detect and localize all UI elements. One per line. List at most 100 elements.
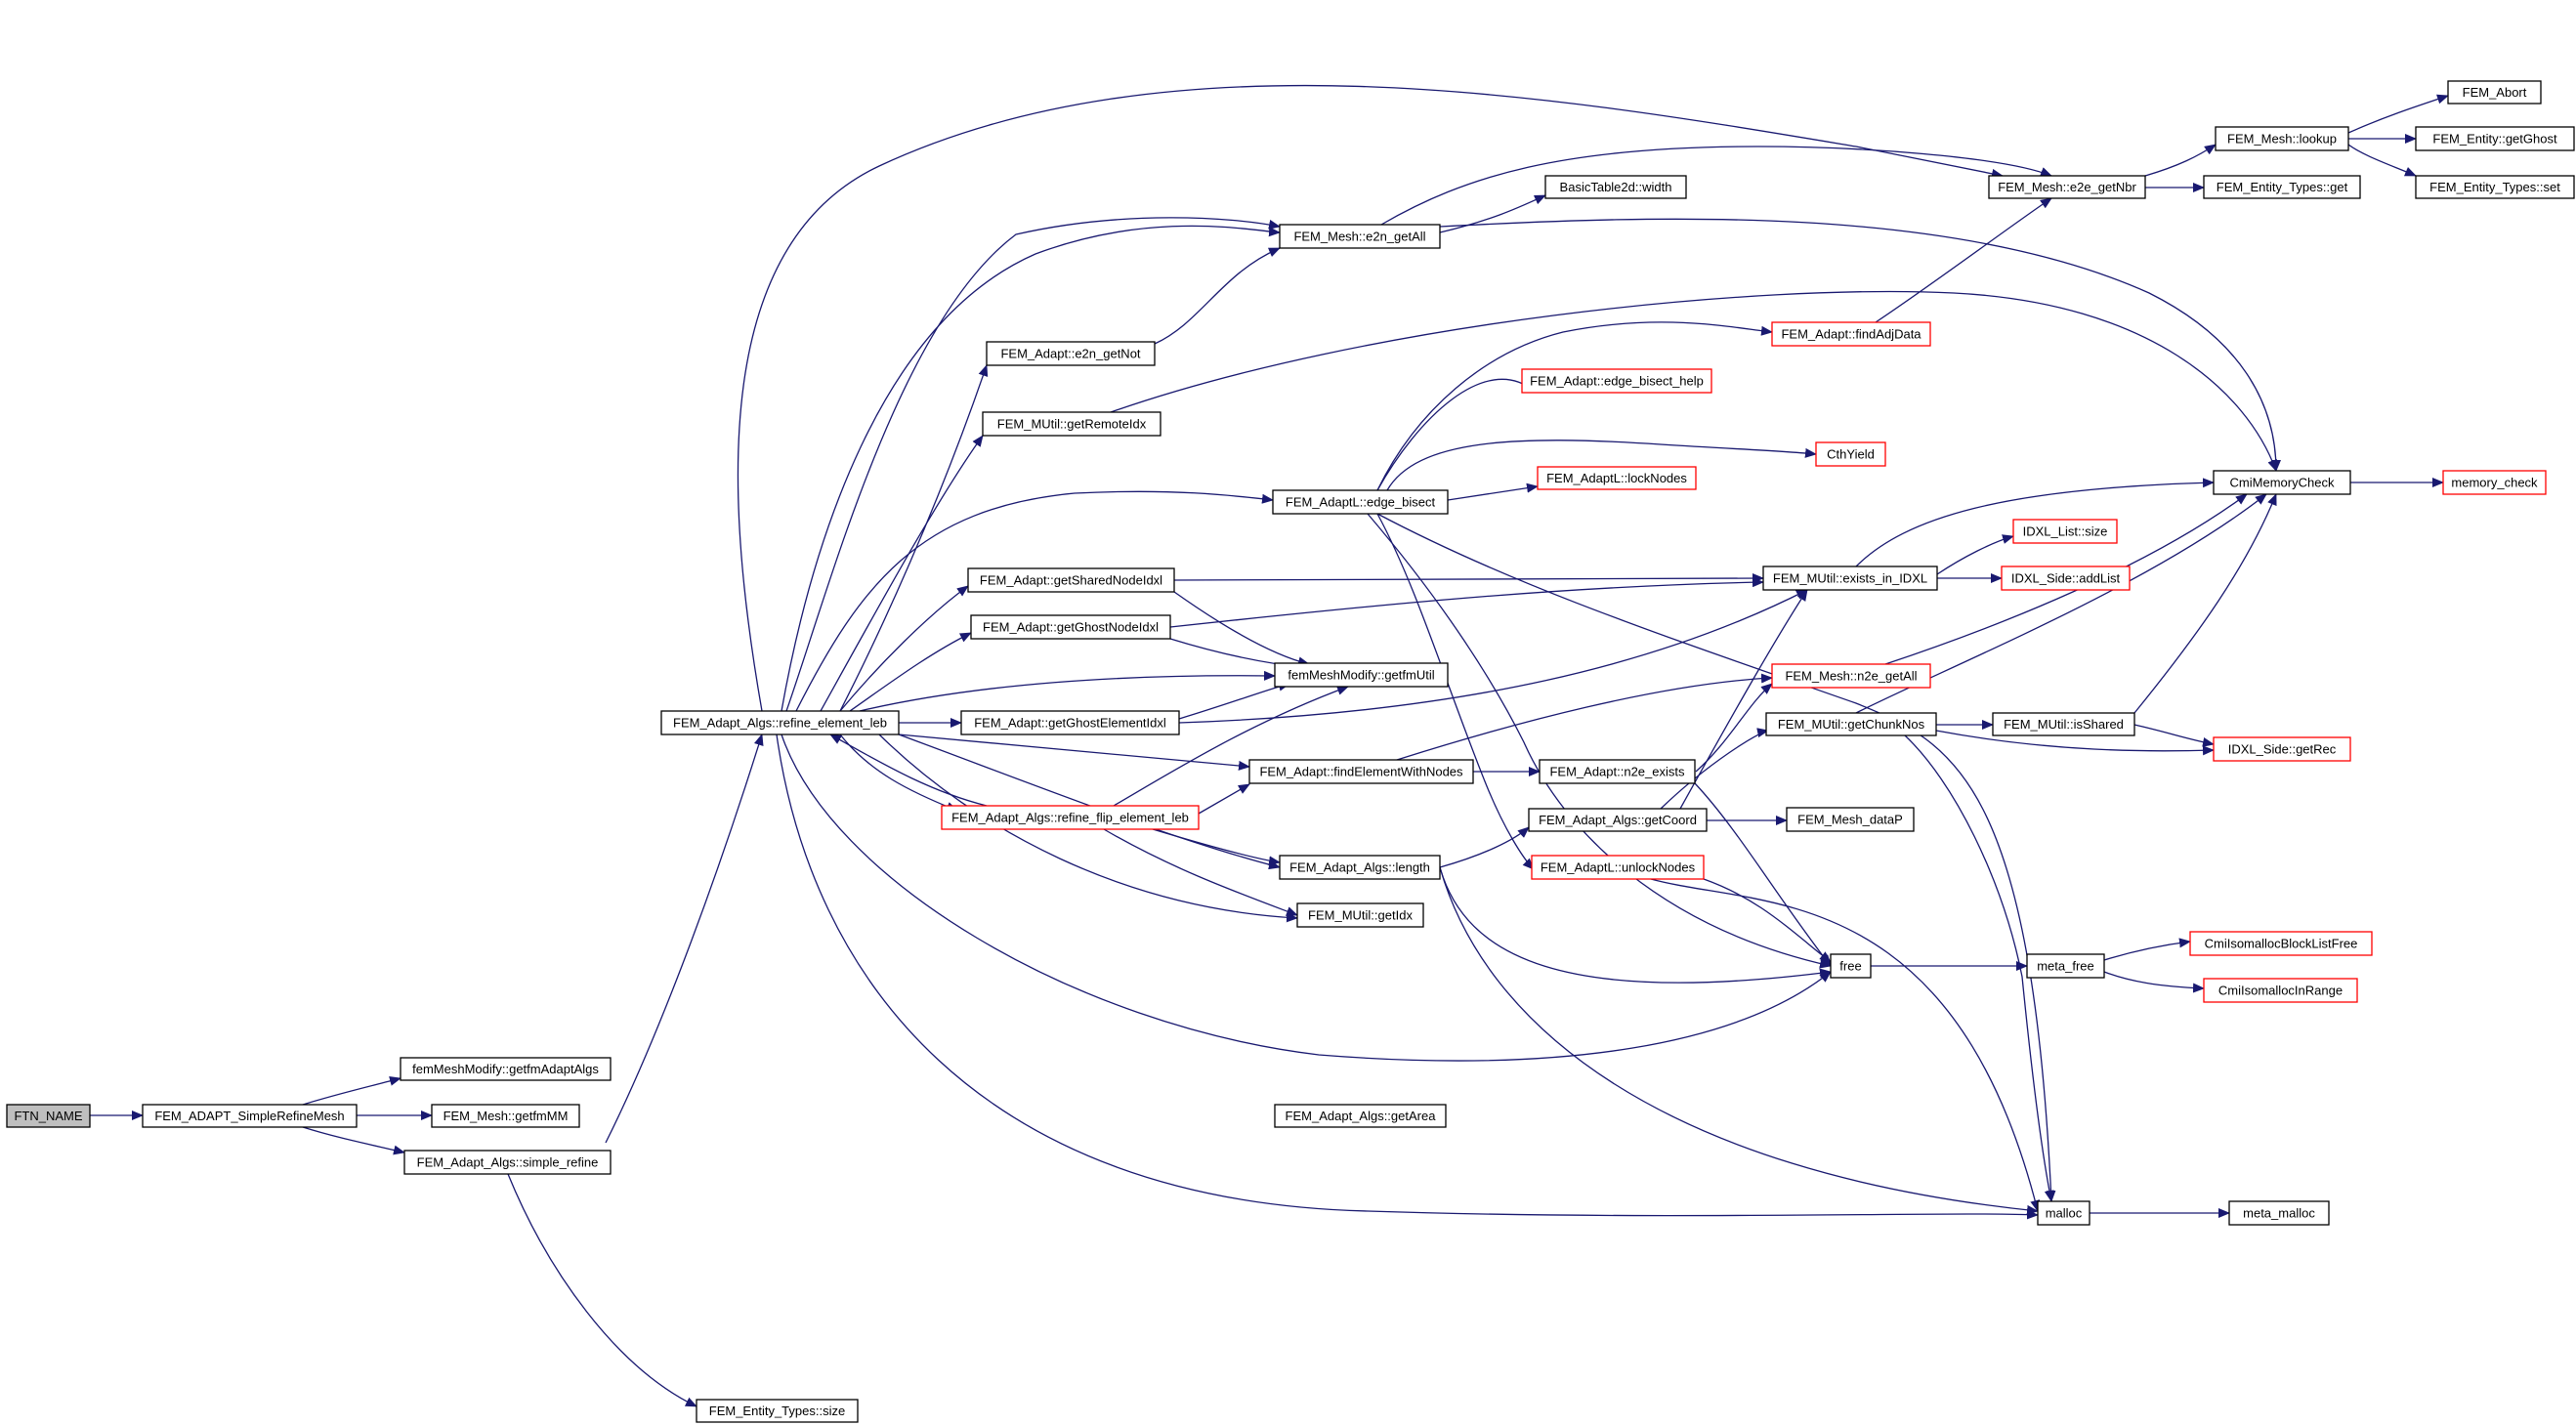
node-length[interactable]: FEM_Adapt_Algs::length bbox=[1279, 855, 1441, 880]
node-edge-bisect-help[interactable]: FEM_Adapt::edge_bisect_help bbox=[1521, 368, 1712, 394]
node-box[interactable] bbox=[941, 805, 1200, 830]
node-addlist[interactable]: IDXL_Side::addList bbox=[2001, 566, 2131, 591]
node-mesh-datap[interactable]: FEM_Mesh_dataP bbox=[1786, 807, 1915, 832]
node-box[interactable] bbox=[660, 710, 900, 735]
node-box[interactable] bbox=[2447, 80, 2542, 105]
node-box[interactable] bbox=[1296, 902, 1424, 928]
node-getremoteidx[interactable]: FEM_MUtil::getRemoteIdx bbox=[982, 411, 1161, 437]
node-box[interactable] bbox=[1521, 368, 1712, 394]
node-getghostelementidxl[interactable]: FEM_Adapt::getGhostElementIdxl bbox=[960, 710, 1180, 735]
node-box[interactable] bbox=[1539, 759, 1696, 784]
node-box[interactable] bbox=[1528, 808, 1708, 832]
node-getchunknos[interactable]: FEM_MUtil::getChunkNos bbox=[1765, 712, 1937, 736]
node-width[interactable]: BasicTable2d::width bbox=[1544, 175, 1687, 199]
node-box[interactable] bbox=[982, 411, 1161, 437]
node-et-get[interactable]: FEM_Entity_Types::get bbox=[2203, 175, 2361, 199]
node-box[interactable] bbox=[2213, 470, 2351, 495]
node-locknodes[interactable]: FEM_AdaptL::lockNodes bbox=[1537, 466, 1697, 490]
node-box[interactable] bbox=[2189, 931, 2373, 956]
node-inrange[interactable]: CmiIsomallocInRange bbox=[2203, 978, 2358, 1003]
node-box[interactable] bbox=[403, 1150, 612, 1175]
node-box[interactable] bbox=[1274, 1104, 1447, 1128]
node-free[interactable]: free bbox=[1830, 953, 1872, 979]
node-box[interactable] bbox=[400, 1057, 612, 1081]
node-box[interactable] bbox=[431, 1104, 580, 1128]
node-findadjdata[interactable]: FEM_Adapt::findAdjData bbox=[1771, 321, 1931, 347]
node-simplerefinemesh[interactable]: FEM_ADAPT_SimpleRefineMesh bbox=[142, 1104, 358, 1128]
node-blocklistfree[interactable]: CmiIsomallocBlockListFree bbox=[2189, 931, 2373, 956]
node-getrec[interactable]: IDXL_Side::getRec bbox=[2213, 736, 2351, 762]
node-box[interactable] bbox=[1762, 566, 1938, 591]
node-box[interactable] bbox=[1544, 175, 1687, 199]
node-ftn[interactable]: FTN_NAME bbox=[6, 1104, 91, 1128]
node-et-set[interactable]: FEM_Entity_Types::set bbox=[2415, 175, 2575, 199]
node-getarea[interactable]: FEM_Adapt_Algs::getArea bbox=[1274, 1104, 1447, 1128]
node-refine-element-leb[interactable]: FEM_Adapt_Algs::refine_element_leb bbox=[660, 710, 900, 735]
node-getfmadaptalgs[interactable]: femMeshModify::getfmAdaptAlgs bbox=[400, 1057, 612, 1081]
node-getsharednodeidxl[interactable]: FEM_Adapt::getSharedNodeIdxl bbox=[967, 567, 1175, 593]
node-box[interactable] bbox=[960, 710, 1180, 735]
node-box[interactable] bbox=[2215, 126, 2349, 151]
node-box[interactable] bbox=[1815, 441, 1886, 467]
node-box[interactable] bbox=[2001, 566, 2131, 591]
node-box[interactable] bbox=[2203, 978, 2358, 1003]
node-box[interactable] bbox=[967, 567, 1175, 593]
node-e2e-getnbr[interactable]: FEM_Mesh::e2e_getNbr bbox=[1988, 175, 2146, 199]
node-getcoord[interactable]: FEM_Adapt_Algs::getCoord bbox=[1528, 808, 1708, 832]
node-exists-in-idxl[interactable]: FEM_MUtil::exists_in_IDXL bbox=[1762, 566, 1938, 591]
node-box[interactable] bbox=[2415, 175, 2575, 199]
node-refine-flip[interactable]: FEM_Adapt_Algs::refine_flip_element_leb bbox=[941, 805, 1200, 830]
node-isshared[interactable]: FEM_MUtil::isShared bbox=[1992, 712, 2135, 736]
node-n2e-exists[interactable]: FEM_Adapt::n2e_exists bbox=[1539, 759, 1696, 784]
node-box[interactable] bbox=[1988, 175, 2146, 199]
node-box[interactable] bbox=[1765, 712, 1937, 736]
node-box[interactable] bbox=[1992, 712, 2135, 736]
node-box[interactable] bbox=[2228, 1200, 2330, 1226]
node-box[interactable] bbox=[2026, 953, 2105, 979]
node-box[interactable] bbox=[1830, 953, 1872, 979]
node-meta-free[interactable]: meta_free bbox=[2026, 953, 2105, 979]
node-box[interactable] bbox=[1272, 489, 1449, 515]
node-unlocknodes[interactable]: FEM_AdaptL::unlockNodes bbox=[1531, 855, 1705, 880]
node-edge-bisect[interactable]: FEM_AdaptL::edge_bisect bbox=[1272, 489, 1449, 515]
node-meta-malloc[interactable]: meta_malloc bbox=[2228, 1200, 2330, 1226]
node-e2n-getall[interactable]: FEM_Mesh::e2n_getAll bbox=[1279, 224, 1441, 249]
node-box[interactable] bbox=[1537, 466, 1697, 490]
node-getghost[interactable]: FEM_Entity::getGhost bbox=[2415, 126, 2575, 151]
node-box[interactable] bbox=[2415, 126, 2575, 151]
node-cthyield[interactable]: CthYield bbox=[1815, 441, 1886, 467]
node-box[interactable] bbox=[6, 1104, 91, 1128]
node-box[interactable] bbox=[142, 1104, 358, 1128]
node-box[interactable] bbox=[1279, 224, 1441, 249]
node-box[interactable] bbox=[2012, 519, 2118, 544]
node-simple-refine[interactable]: FEM_Adapt_Algs::simple_refine bbox=[403, 1150, 612, 1175]
node-findelementwithnodes[interactable]: FEM_Adapt::findElementWithNodes bbox=[1248, 759, 1474, 784]
node-et-size[interactable]: FEM_Entity_Types::size bbox=[696, 1399, 859, 1423]
node-box[interactable] bbox=[2442, 470, 2547, 495]
node-fem-abort[interactable]: FEM_Abort bbox=[2447, 80, 2542, 105]
node-getfmmm[interactable]: FEM_Mesh::getfmMM bbox=[431, 1104, 580, 1128]
node-box[interactable] bbox=[2203, 175, 2361, 199]
node-box[interactable] bbox=[1274, 662, 1449, 688]
node-box[interactable] bbox=[2213, 736, 2351, 762]
node-n2e-getall[interactable]: FEM_Mesh::n2e_getAll bbox=[1771, 663, 1931, 689]
node-getidx[interactable]: FEM_MUtil::getIdx bbox=[1296, 902, 1424, 928]
node-box[interactable] bbox=[1771, 321, 1931, 347]
node-lookup[interactable]: FEM_Mesh::lookup bbox=[2215, 126, 2349, 151]
node-malloc[interactable]: malloc bbox=[2037, 1200, 2090, 1226]
node-box[interactable] bbox=[1531, 855, 1705, 880]
node-box[interactable] bbox=[1248, 759, 1474, 784]
node-memory-check[interactable]: memory_check bbox=[2442, 470, 2547, 495]
node-e2n-getnot[interactable]: FEM_Adapt::e2n_getNot bbox=[986, 341, 1156, 366]
node-idxl-list-size[interactable]: IDXL_List::size bbox=[2012, 519, 2118, 544]
node-box[interactable] bbox=[1771, 663, 1931, 689]
node-getghostnodeidxl[interactable]: FEM_Adapt::getGhostNodeIdxl bbox=[970, 614, 1171, 640]
node-box[interactable] bbox=[1786, 807, 1915, 832]
node-box[interactable] bbox=[986, 341, 1156, 366]
node-getfmutil[interactable]: femMeshModify::getfmUtil bbox=[1274, 662, 1449, 688]
node-box[interactable] bbox=[1279, 855, 1441, 880]
node-box[interactable] bbox=[696, 1399, 859, 1423]
node-box[interactable] bbox=[970, 614, 1171, 640]
node-box[interactable] bbox=[2037, 1200, 2090, 1226]
node-cmimemorycheck[interactable]: CmiMemoryCheck bbox=[2213, 470, 2351, 495]
